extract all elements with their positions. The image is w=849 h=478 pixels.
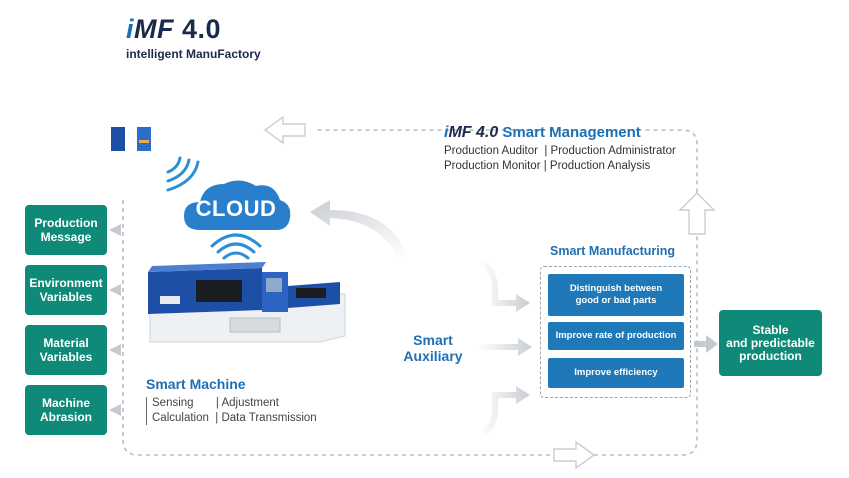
manufacturing-item-improve-efficiency: Improve efficiency <box>548 358 684 388</box>
output-stable-production: Stable and predictable production <box>719 310 822 376</box>
smart-machine-line-2: Calculation | Data Transmission <box>152 412 317 424</box>
input-machine-abrasion: Machine Abrasion <box>25 385 107 435</box>
logo-tagline: intelligent ManuFactory <box>126 47 261 61</box>
app-label: APP <box>122 163 140 172</box>
cloud-label: CLOUD <box>195 196 277 221</box>
wifi-icon-app <box>166 156 200 192</box>
hollow-arrow-up-icon <box>678 192 716 235</box>
hollow-arrow-right-icon <box>553 440 596 470</box>
smart-management-line-1: Production Auditor | Production Administ… <box>444 145 676 157</box>
smart-machine-line-1: Sensing | Adjustment <box>152 397 279 409</box>
manufacturing-item-improve-rate: Improve rate of production <box>548 322 684 350</box>
curved-arrow-to-cloud-icon <box>310 200 407 258</box>
input-arrows <box>109 224 121 416</box>
arrow-to-output-icon <box>694 335 718 353</box>
smart-management-title: iMF 4.0 Smart Management <box>444 124 641 141</box>
wifi-icon-machine <box>210 233 262 260</box>
smart-machine-divider <box>146 397 147 425</box>
input-environment-variables: Environment Variables <box>25 265 107 315</box>
smart-manufacturing-frame <box>540 266 691 398</box>
arrow-to-manufacturing-mid-icon <box>478 338 532 356</box>
logo-title: iMF 4.0 <box>126 14 222 44</box>
hollow-arrow-left-icon <box>263 115 306 145</box>
input-production-message: Production Message <box>25 205 107 255</box>
arrow-to-manufacturing-top-icon <box>480 260 530 312</box>
injection-machine-image <box>148 262 346 343</box>
manufacturing-item-distinguish-parts: Distinguish between good or bad parts <box>548 274 684 316</box>
arrow-to-manufacturing-bottom-icon <box>480 386 530 436</box>
smart-manufacturing-title: Smart Manufacturing <box>550 244 676 258</box>
dashed-loop <box>122 129 698 456</box>
phone-icons <box>108 122 154 156</box>
smart-auxiliary-label: Smart Auxiliary <box>403 332 463 364</box>
input-material-variables: Material Variables <box>25 325 107 375</box>
cloud-icon <box>184 180 291 230</box>
smart-management-line-2: Production Monitor | Production Analysis <box>444 160 651 172</box>
smart-machine-title: Smart Machine <box>146 376 246 392</box>
